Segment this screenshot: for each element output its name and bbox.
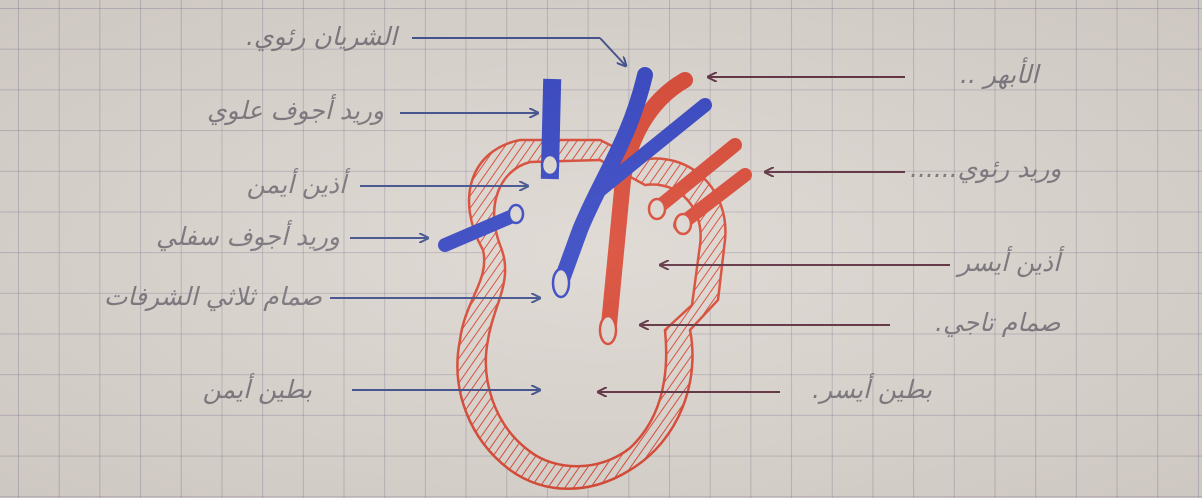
label-pulmonary-artery: الشريان رئوي. xyxy=(246,22,397,51)
label-right-atrium: أذين أيمن xyxy=(247,170,346,199)
label-left-ventricle: بطين أيسر. xyxy=(812,375,932,404)
label-right-ventricle: بطين أيمن xyxy=(203,375,312,404)
label-aorta: الأبهر .. xyxy=(960,60,1038,89)
superior-vena-cava xyxy=(542,88,558,175)
label-left-atrium: أذين أيسر xyxy=(958,248,1060,277)
label-pulmonary-vein: وريد رئوي...... xyxy=(910,154,1061,183)
label-inferior-vena-cava: وريد أجوف سفلي xyxy=(156,222,340,251)
label-tricuspid-valve: صمام ثلاثي الشرفات xyxy=(104,282,322,311)
label-mitral-valve: صمام تاجي. xyxy=(935,308,1061,337)
label-superior-vena-cava: وريد أجوف علوي xyxy=(207,96,384,125)
